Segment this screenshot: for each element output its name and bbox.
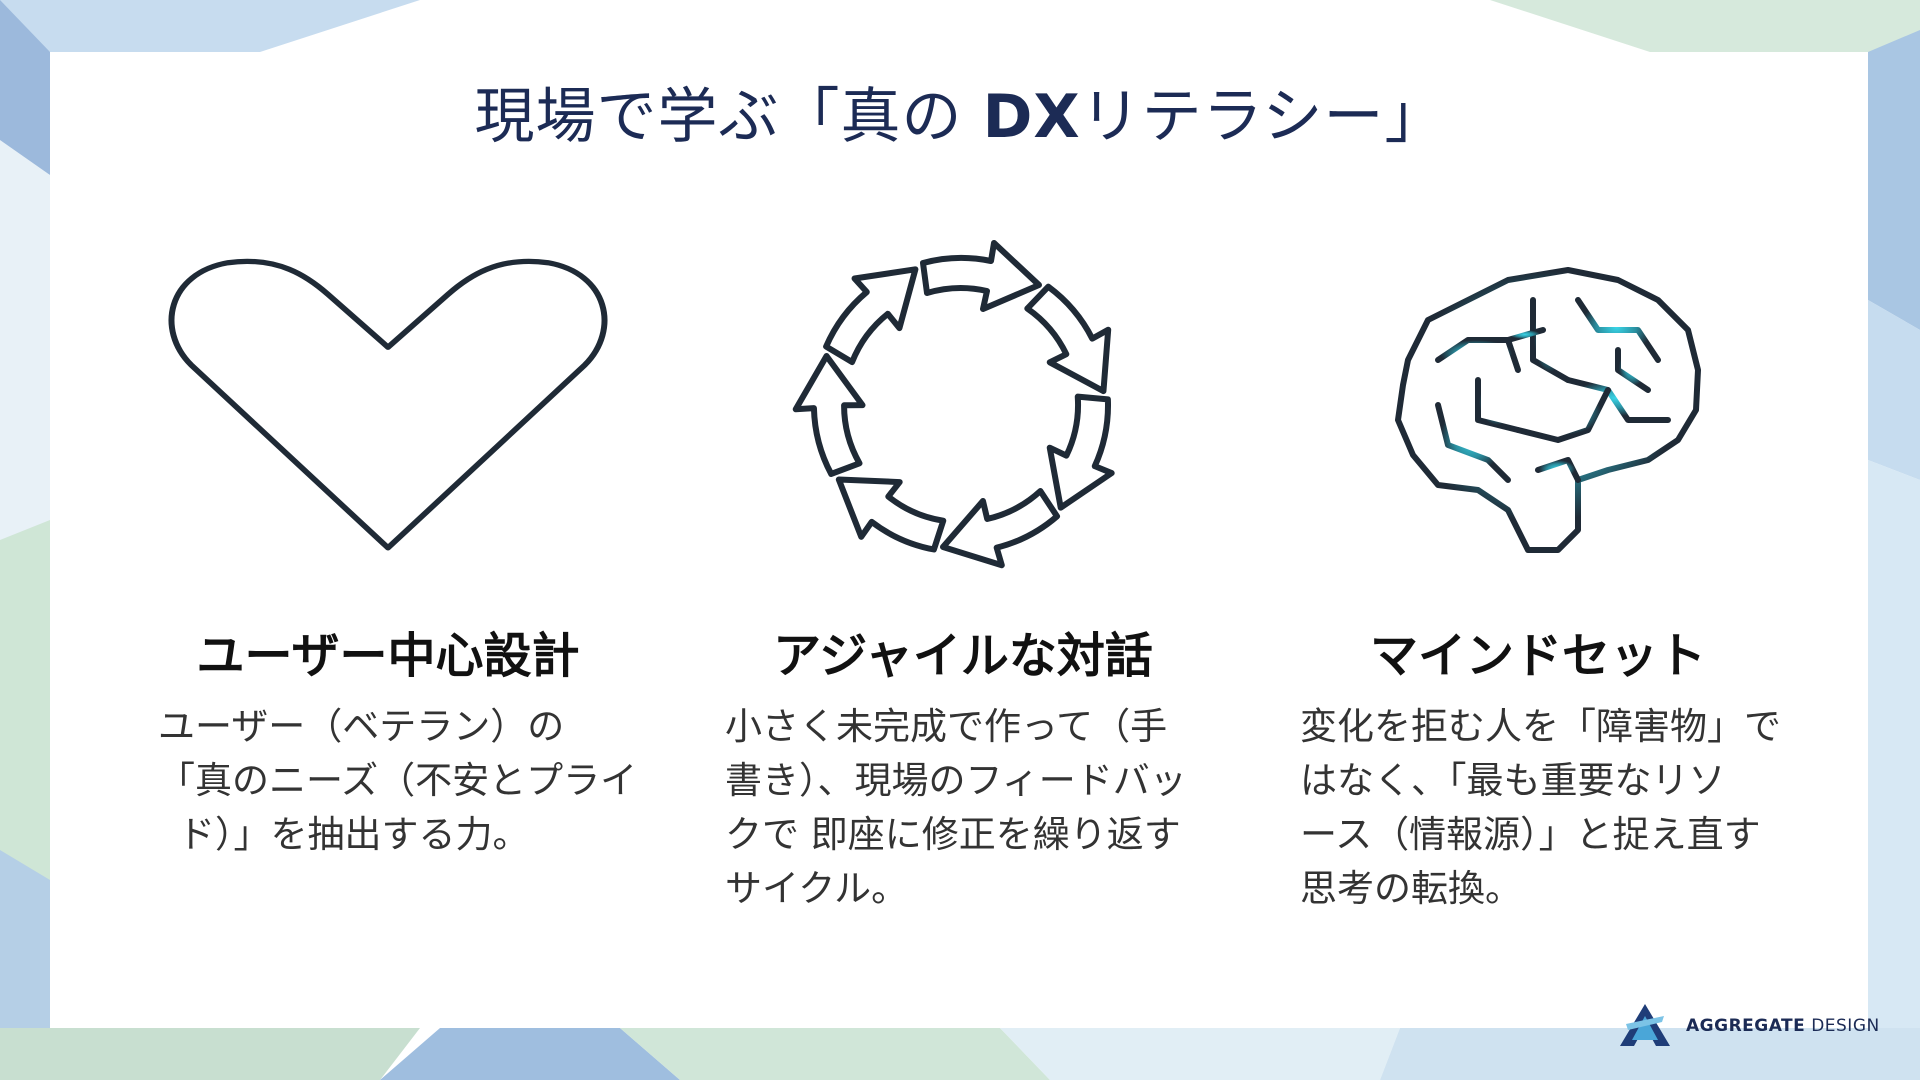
slide-title: 現場で学ぶ「真の DXリテラシー」 <box>0 68 1920 155</box>
logo-text: AGGREGATE DESIGN <box>1686 1016 1880 1036</box>
logo-brand-bold: AGGREGATE <box>1686 1016 1806 1036</box>
cycle-arrows-icon <box>703 240 1223 570</box>
body-line: クで 即座に修正を繰り返す <box>725 813 1181 856</box>
column-heading: アジャイルな対話 <box>773 628 1153 684</box>
body-line: ース（情報源）」と捉え直す <box>1300 813 1761 856</box>
title-prefix: 現場で学ぶ「真の <box>474 82 983 152</box>
title-suffix: リテラシー」 <box>1080 82 1446 152</box>
body-line: 「真のニーズ（不安とプライ <box>158 759 638 802</box>
body-line: はなく、「最も重要なリソ <box>1300 759 1726 802</box>
brain-icon <box>1395 267 1701 553</box>
body-line: サイクル。 <box>725 867 909 910</box>
column-body: 変化を拒む人を「障害物」で はなく、「最も重要なリソ ース（情報源）」と捉え直す… <box>1300 700 1781 916</box>
body-line: 書き）、現場のフィードバッ <box>725 759 1187 802</box>
title-bold: DX <box>982 82 1081 152</box>
body-line: ユーザー（ベテラン）の <box>158 705 565 748</box>
body-line: 小さく未完成で作って（手 <box>725 705 1168 748</box>
column-body: 小さく未完成で作って（手 書き）、現場のフィードバッ クで 即座に修正を繰り返す… <box>725 700 1195 916</box>
logo-mark-icon <box>1620 1004 1670 1046</box>
column-heading: ユーザー中心設計 <box>196 628 580 684</box>
body-line: 変化を拒む人を「障害物」で <box>1300 705 1781 748</box>
heart-icon <box>168 258 608 551</box>
aggregate-design-logo: AGGREGATE DESIGN <box>1618 1002 1880 1048</box>
logo-brand-light: DESIGN <box>1811 1016 1880 1036</box>
column-body: ユーザー（ベテラン）の 「真のニーズ（不安とプライ ド）」を抽出する力。 <box>158 700 638 862</box>
body-line: ド）」を抽出する力。 <box>178 813 530 856</box>
column-heading: マインドセット <box>1369 628 1706 684</box>
body-line: 思考の転換。 <box>1300 867 1522 910</box>
